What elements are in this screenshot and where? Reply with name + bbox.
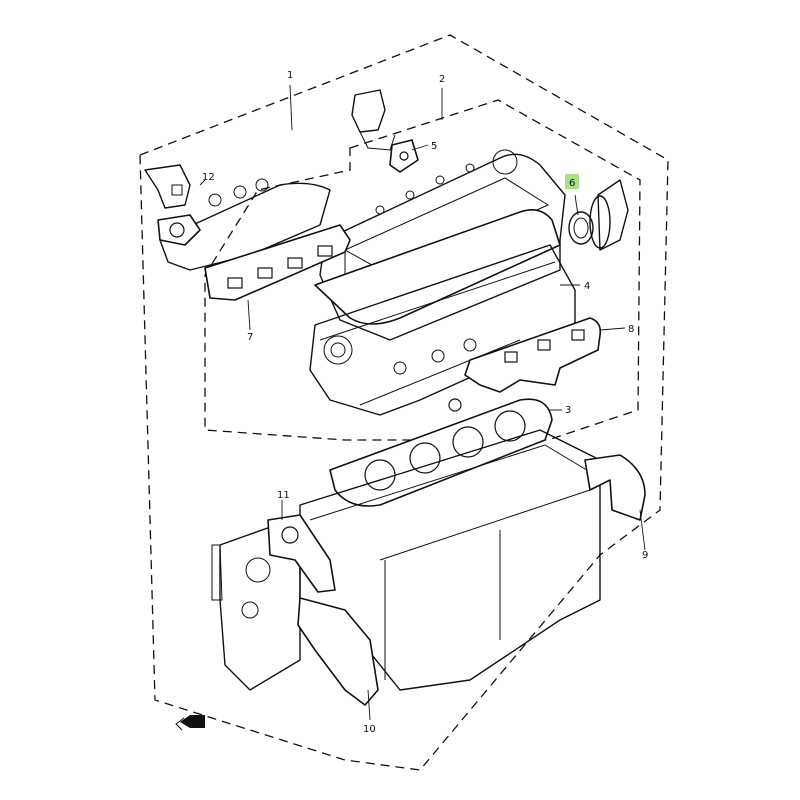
leader-lines xyxy=(199,84,646,721)
head-gasket xyxy=(329,398,553,507)
thermostat-housing xyxy=(144,164,201,246)
rear-seal-gasket xyxy=(584,454,646,521)
part-label-2[interactable]: 2 xyxy=(439,74,445,85)
part-label-7[interactable]: 7 xyxy=(247,332,253,343)
head-cover-gasket xyxy=(314,209,561,325)
front-arrow-icon xyxy=(175,715,205,731)
part-label-12[interactable]: 12 xyxy=(202,172,215,183)
part-label-8[interactable]: 8 xyxy=(628,324,634,335)
part-label-6[interactable]: 6 xyxy=(569,178,575,189)
part-label-11[interactable]: 11 xyxy=(277,490,290,501)
part-6-highlight xyxy=(565,174,579,189)
camshaft-oil-seal xyxy=(568,179,629,251)
part-label-4[interactable]: 4 xyxy=(584,281,590,292)
oil-pump-gasket xyxy=(297,597,379,706)
water-pump-gasket xyxy=(267,514,336,593)
exhaust-manifold-gasket xyxy=(464,317,602,393)
part-label-9[interactable]: 9 xyxy=(642,550,648,561)
part-label-3[interactable]: 3 xyxy=(565,405,571,416)
part-label-5[interactable]: 5 xyxy=(431,141,437,152)
part-label-10[interactable]: 10 xyxy=(363,724,376,735)
part-label-1[interactable]: 1 xyxy=(287,70,293,81)
cylinder-head xyxy=(309,244,576,416)
kit-boundary-inner xyxy=(204,99,641,441)
fuel-pump xyxy=(351,89,419,173)
